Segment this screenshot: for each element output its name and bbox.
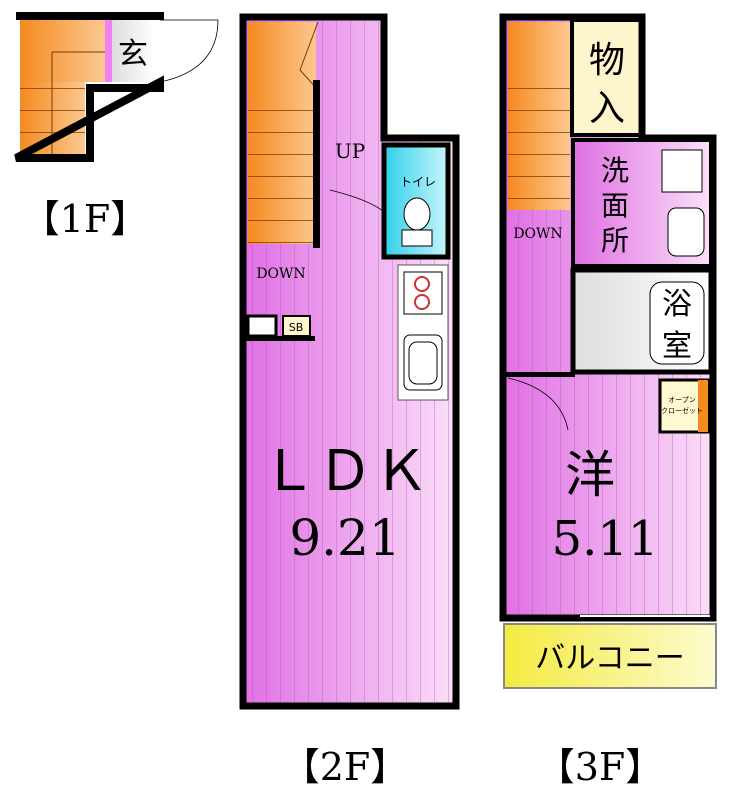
ldk-label: ＬＤＫ xyxy=(261,439,429,504)
sb-label: SB xyxy=(289,321,304,334)
stove-icon xyxy=(403,271,443,315)
storage-label-1: 物 xyxy=(589,40,625,81)
washroom-label-3: 所 xyxy=(601,224,629,257)
toilet-label: トイレ xyxy=(400,175,436,189)
up-label: UP xyxy=(335,139,365,163)
washroom-label-2: 面 xyxy=(601,189,629,222)
toilet-door[interactable] xyxy=(329,189,385,213)
room-size: 5.11 xyxy=(552,511,659,567)
balcony xyxy=(503,623,717,689)
entrance-door[interactable] xyxy=(159,19,219,83)
washroom-label-1: 洗 xyxy=(601,154,629,187)
floor-label-1f: 【1F】 xyxy=(22,197,149,241)
entrance xyxy=(112,20,154,82)
bathtub-icon xyxy=(649,281,705,365)
bath-label-2: 室 xyxy=(662,329,692,364)
down-label-2f: DOWN xyxy=(256,266,305,282)
room-door[interactable] xyxy=(507,377,569,431)
closet-label-2: クローゼット xyxy=(661,406,703,415)
entrance-label: 玄 xyxy=(118,37,148,72)
floor-3f: DOWN 物 入 洗 面 所 浴 室 オープン クローゼット 洋 5.11 バル… xyxy=(499,13,717,789)
closet-label-1: オープン xyxy=(668,396,696,404)
ldk-size: 9.21 xyxy=(289,509,400,567)
balcony-label: バルコニー xyxy=(535,641,684,676)
storage-label-2: 入 xyxy=(589,88,625,129)
washing-machine-pan xyxy=(661,149,703,193)
floor-1f: 玄 【1F】 xyxy=(14,12,219,241)
washbasin-icon xyxy=(667,207,705,257)
floor-2f: UP DOWN SB トイレ ＬＤＫ 9.21 【2F】 xyxy=(239,13,460,789)
bath-label-1: 浴 xyxy=(662,287,692,322)
floor-label-2f: 【2F】 xyxy=(282,745,409,789)
room-label: 洋 xyxy=(565,446,615,504)
toilet-icon xyxy=(401,197,433,247)
stairs-1f xyxy=(20,20,105,82)
down-label-3f: DOWN xyxy=(513,226,562,242)
sink-icon xyxy=(403,334,443,391)
floor-label-3f: 【3F】 xyxy=(537,745,664,789)
